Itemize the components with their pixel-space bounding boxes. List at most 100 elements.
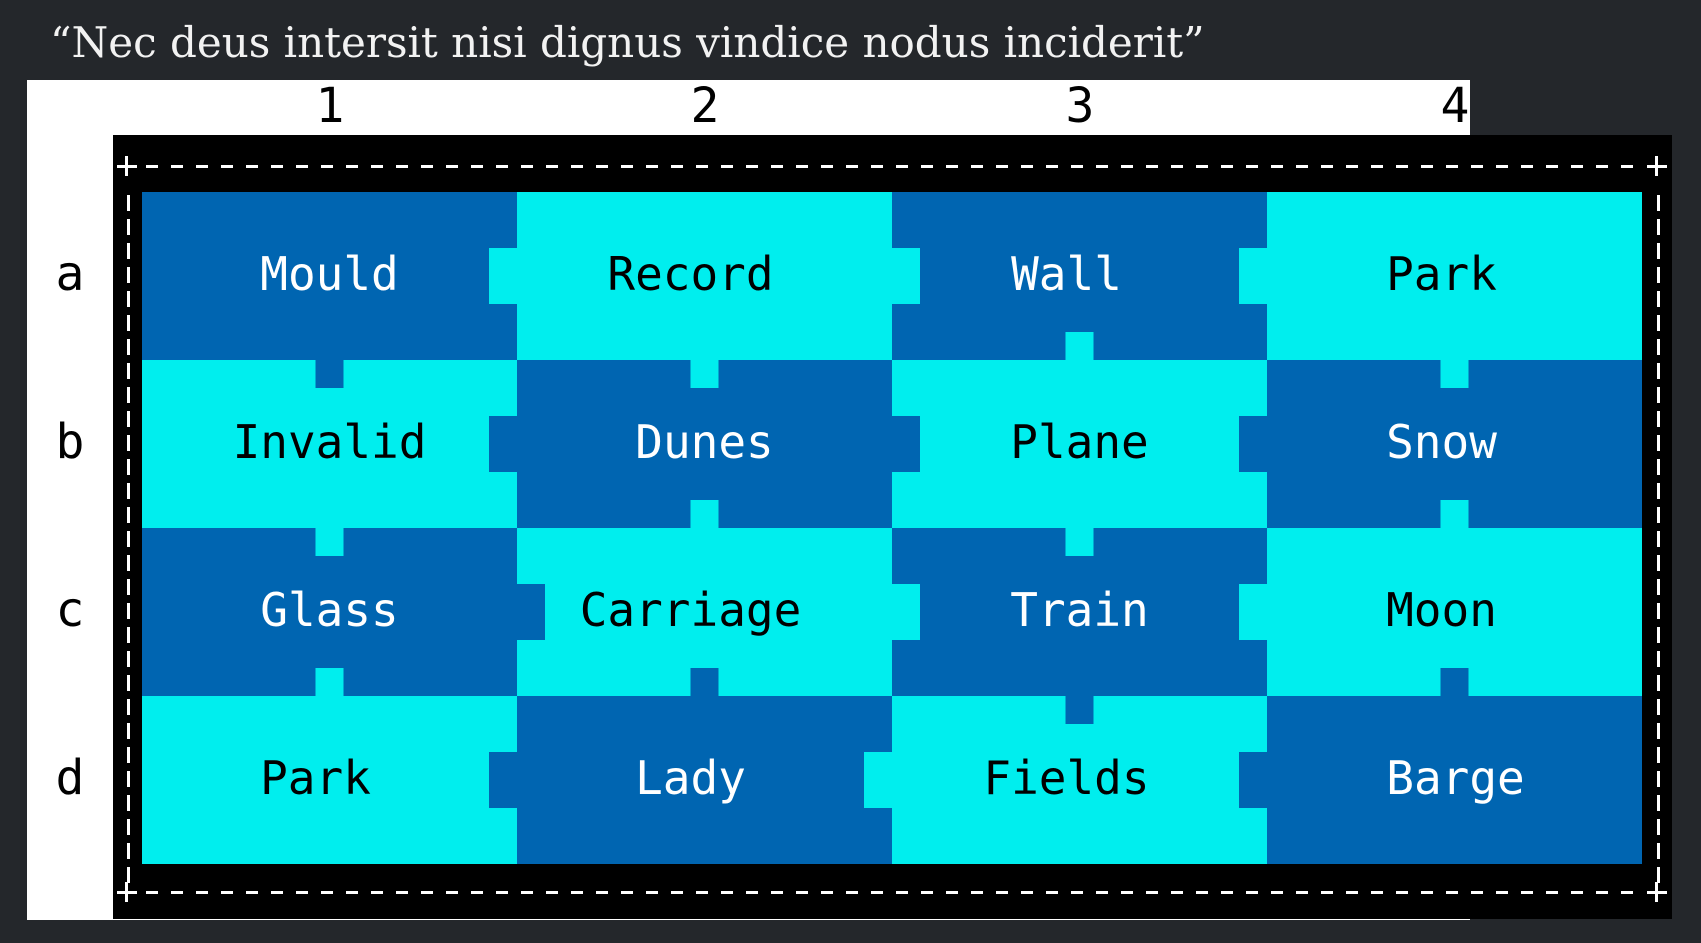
puzzle-knob-v3 <box>489 416 517 472</box>
border-corner-v-0 <box>125 156 128 176</box>
border-dash-bottom-45 <box>1271 891 1283 894</box>
border-dash-top-13 <box>471 165 483 168</box>
border-dash-bottom-4 <box>246 891 258 894</box>
border-dash-top-51 <box>1421 165 1433 168</box>
border-pipe-left-3 <box>127 267 130 283</box>
border-dash-top-19 <box>621 165 633 168</box>
border-pipe-left-9 <box>127 411 130 427</box>
border-pipe-left-16 <box>127 579 130 595</box>
column-label-3: 3 <box>1065 78 1095 134</box>
border-pipe-right-12 <box>1657 483 1660 499</box>
border-dash-bottom-21 <box>671 891 683 894</box>
border-pipe-left-11 <box>127 459 130 475</box>
border-pipe-right-11 <box>1657 459 1660 475</box>
border-dash-top-39 <box>1121 165 1133 168</box>
border-pipe-right-24 <box>1657 771 1660 787</box>
tile-a2-label: Record <box>607 247 774 301</box>
tile-b2-label: Dunes <box>635 415 774 469</box>
tile-d1-label: Park <box>260 751 371 805</box>
border-dash-bottom-6 <box>296 891 308 894</box>
border-dash-bottom-22 <box>696 891 708 894</box>
border-pipe-left-0 <box>127 195 130 211</box>
border-dash-bottom-39 <box>1121 891 1133 894</box>
puzzle-knob-h10 <box>1065 696 1094 724</box>
border-dash-top-40 <box>1146 165 1158 168</box>
border-corner-v-1 <box>1655 156 1658 176</box>
border-dash-top-57 <box>1571 165 1583 168</box>
border-dash-top-25 <box>771 165 783 168</box>
border-pipe-left-8 <box>127 387 130 403</box>
border-pipe-left-14 <box>127 531 130 547</box>
tile-c4-label: Moon <box>1386 583 1497 637</box>
border-dash-bottom-14 <box>496 891 508 894</box>
tile-d3-label: Fields <box>983 751 1150 805</box>
puzzle-knob-h9 <box>690 668 719 696</box>
border-dash-top-2 <box>196 165 208 168</box>
tile-a1-label: Mould <box>260 247 399 301</box>
border-pipe-right-6 <box>1657 339 1660 355</box>
border-dash-bottom-15 <box>521 891 533 894</box>
border-dash-bottom-12 <box>446 891 458 894</box>
puzzle-knob-h3 <box>1440 360 1469 388</box>
border-corner-v-2 <box>125 882 128 902</box>
border-dash-top-38 <box>1096 165 1108 168</box>
border-dash-bottom-3 <box>221 891 233 894</box>
tile-a2 <box>517 192 892 360</box>
border-dash-bottom-26 <box>796 891 808 894</box>
border-pipe-right-21 <box>1657 699 1660 715</box>
border-dash-top-54 <box>1496 165 1508 168</box>
border-dash-bottom-31 <box>921 891 933 894</box>
border-pipe-left-21 <box>127 699 130 715</box>
border-dash-bottom-33 <box>971 891 983 894</box>
border-pipe-left-10 <box>127 435 130 451</box>
border-pipe-right-8 <box>1657 387 1660 403</box>
border-dash-bottom-41 <box>1171 891 1183 894</box>
border-dash-top-46 <box>1296 165 1308 168</box>
border-dash-top-22 <box>696 165 708 168</box>
tile-c2-label: Carriage <box>579 583 802 637</box>
border-dash-bottom-29 <box>871 891 883 894</box>
puzzle-knob-v2 <box>1239 248 1267 304</box>
border-dash-top-47 <box>1321 165 1333 168</box>
border-pipe-right-5 <box>1657 315 1660 331</box>
border-dash-top-30 <box>896 165 908 168</box>
tile-d1 <box>142 696 517 864</box>
border-pipe-left-25 <box>127 795 130 811</box>
puzzle-knob-v10 <box>864 752 892 808</box>
border-dash-top-24 <box>746 165 758 168</box>
border-dash-top-56 <box>1546 165 1558 168</box>
border-dash-bottom-20 <box>646 891 658 894</box>
tile-b1-label: Invalid <box>232 415 427 469</box>
border-dash-bottom-49 <box>1371 891 1383 894</box>
puzzle-knob-h6 <box>1065 528 1094 556</box>
border-pipe-left-17 <box>127 603 130 619</box>
border-dash-top-59 <box>1621 165 1633 168</box>
border-pipe-right-10 <box>1657 435 1660 451</box>
puzzle-knob-h5 <box>690 500 719 528</box>
border-dash-top-8 <box>346 165 358 168</box>
border-dash-bottom-2 <box>196 891 208 894</box>
border-pipe-right-27 <box>1657 843 1660 859</box>
border-pipe-right-25 <box>1657 795 1660 811</box>
border-pipe-left-26 <box>127 819 130 835</box>
tile-d4-label: Barge <box>1386 751 1525 805</box>
puzzle-knob-h4 <box>315 528 344 556</box>
border-pipe-left-18 <box>127 627 130 643</box>
border-dash-bottom-18 <box>596 891 608 894</box>
border-pipe-right-13 <box>1657 507 1660 523</box>
border-dash-top-44 <box>1246 165 1258 168</box>
border-dash-bottom-19 <box>621 891 633 894</box>
border-corner-v-3 <box>1655 882 1658 902</box>
border-dash-bottom-46 <box>1296 891 1308 894</box>
border-dash-top-34 <box>996 165 1008 168</box>
tile-c3-label: Train <box>1010 583 1149 637</box>
puzzle-knob-h0 <box>315 360 344 388</box>
column-label-1: 1 <box>315 78 345 134</box>
border-pipe-left-22 <box>127 723 130 739</box>
border-pipe-right-0 <box>1657 195 1660 211</box>
border-dash-top-37 <box>1071 165 1083 168</box>
border-dash-bottom-25 <box>771 891 783 894</box>
border-dash-bottom-10 <box>396 891 408 894</box>
column-label-2: 2 <box>690 78 720 134</box>
border-dash-top-43 <box>1221 165 1233 168</box>
